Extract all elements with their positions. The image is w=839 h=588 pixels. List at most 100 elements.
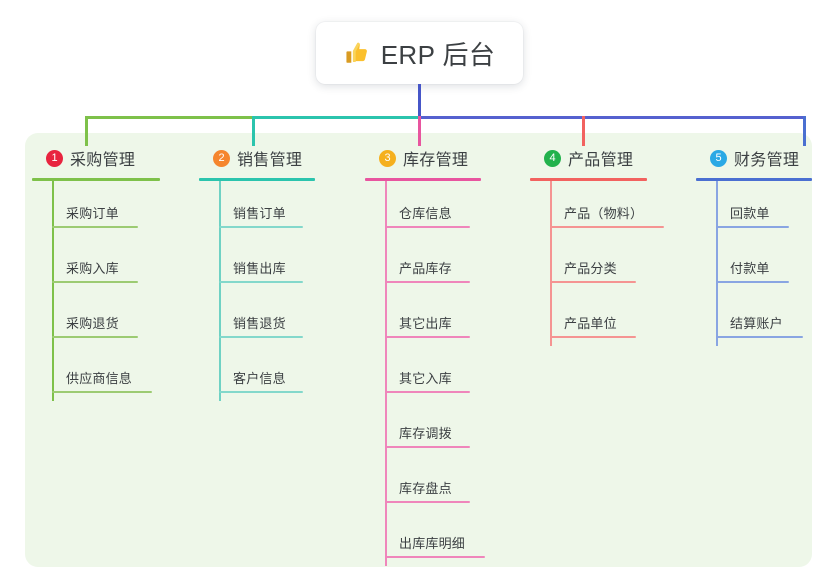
thumbs-up-icon <box>346 42 367 63</box>
branch-rule-2 <box>199 178 315 181</box>
branch-title-1: 采购管理 <box>70 152 136 169</box>
leaf-label: 库存调拨 <box>399 426 452 441</box>
branch-badge-3: 3 <box>379 149 396 167</box>
leaf-item[interactable]: 产品库存 <box>365 236 525 291</box>
leaf-item[interactable]: 采购订单 <box>32 181 182 236</box>
leaf-rule <box>716 226 789 228</box>
leaf-label: 出库库明细 <box>399 536 466 551</box>
leaf-item[interactable]: 采购入库 <box>32 236 182 291</box>
branch-badge-1: 1 <box>46 149 63 167</box>
branch-column-3: 3 库存管理 仓库信息 产品库存 其它出库 其它入库 库存调拨 <box>365 145 525 566</box>
leaf-label: 仓库信息 <box>399 206 452 221</box>
leaf-rule <box>385 446 470 448</box>
leaf-item[interactable]: 产品（物料） <box>530 181 695 236</box>
leaf-label: 回款单 <box>730 206 770 221</box>
branch-title-2: 销售管理 <box>237 152 303 169</box>
leaf-item[interactable]: 销售出库 <box>199 236 349 291</box>
branch-title-3: 库存管理 <box>403 152 469 169</box>
branch-leaves-1: 采购订单 采购入库 采购退货 供应商信息 <box>32 181 182 401</box>
leaf-label: 结算账户 <box>730 316 783 331</box>
leaf-item[interactable]: 采购退货 <box>32 291 182 346</box>
root-node-content: ERP 后台 <box>344 35 496 72</box>
leaf-item[interactable]: 产品单位 <box>530 291 695 346</box>
branch-header-3[interactable]: 3 库存管理 <box>365 145 525 171</box>
leaf-label: 其它入库 <box>399 371 452 386</box>
root-node-card[interactable]: ERP 后台 <box>316 22 523 84</box>
leaf-rule <box>385 336 470 338</box>
branch-rule-3 <box>365 178 481 181</box>
branch-rule-5 <box>696 178 812 181</box>
leaf-label: 付款单 <box>730 261 770 276</box>
leaf-rule <box>52 226 138 228</box>
leaf-label: 产品（物料） <box>564 206 644 221</box>
branch-rule-4 <box>530 178 647 181</box>
branch-column-2: 2 销售管理 销售订单 销售出库 销售退货 客户信息 <box>199 145 349 401</box>
leaf-rule <box>219 391 303 393</box>
leaf-rule <box>385 501 470 503</box>
leaf-item[interactable]: 库存盘点 <box>365 456 525 511</box>
leaf-item[interactable]: 客户信息 <box>199 346 349 401</box>
leaf-rule <box>550 281 636 283</box>
branch-spine-2 <box>219 181 221 401</box>
leaf-item[interactable]: 其它出库 <box>365 291 525 346</box>
leaf-rule <box>550 226 664 228</box>
leaf-item[interactable]: 回款单 <box>696 181 839 236</box>
leaf-label: 销售订单 <box>233 206 286 221</box>
leaf-rule <box>385 391 470 393</box>
leaf-label: 供应商信息 <box>66 371 133 386</box>
branch-badge-4: 4 <box>544 149 561 167</box>
branch-leaves-3: 仓库信息 产品库存 其它出库 其它入库 库存调拨 库存盘点 <box>365 181 525 566</box>
leaf-rule <box>219 226 303 228</box>
branch-header-5[interactable]: 5 财务管理 <box>696 145 839 171</box>
leaf-item[interactable]: 其它入库 <box>365 346 525 401</box>
leaf-item[interactable]: 供应商信息 <box>32 346 182 401</box>
leaf-rule <box>52 281 138 283</box>
leaf-label: 采购退货 <box>66 316 119 331</box>
leaf-item[interactable]: 销售订单 <box>199 181 349 236</box>
leaf-rule <box>385 556 485 558</box>
leaf-rule <box>219 281 303 283</box>
branch-column-5: 5 财务管理 回款单 付款单 结算账户 <box>696 145 839 346</box>
branch-badge-2: 2 <box>213 149 230 167</box>
leaf-rule <box>52 391 152 393</box>
leaf-rule <box>219 336 303 338</box>
branch-spine-3 <box>385 181 387 566</box>
leaf-rule <box>385 281 470 283</box>
branch-column-4: 4 产品管理 产品（物料） 产品分类 产品单位 <box>530 145 695 346</box>
leaf-rule <box>716 336 803 338</box>
branch-header-4[interactable]: 4 产品管理 <box>530 145 695 171</box>
leaf-rule <box>550 336 636 338</box>
leaf-item[interactable]: 仓库信息 <box>365 181 525 236</box>
leaf-label: 销售出库 <box>233 261 286 276</box>
branch-spine-4 <box>550 181 552 346</box>
leaf-label: 产品分类 <box>564 261 617 276</box>
branch-spine-5 <box>716 181 718 346</box>
leaf-label: 销售退货 <box>233 316 286 331</box>
branch-rule-1 <box>32 178 160 181</box>
branch-leaves-5: 回款单 付款单 结算账户 <box>696 181 839 346</box>
branch-leaves-4: 产品（物料） 产品分类 产品单位 <box>530 181 695 346</box>
branch-header-1[interactable]: 1 采购管理 <box>32 145 182 171</box>
leaf-label: 客户信息 <box>233 371 286 386</box>
leaf-label: 采购入库 <box>66 261 119 276</box>
leaf-label: 库存盘点 <box>399 481 452 496</box>
root-node-label: ERP 后台 <box>380 39 496 70</box>
leaf-item[interactable]: 出库库明细 <box>365 511 525 566</box>
leaf-rule <box>385 226 470 228</box>
leaf-label: 产品单位 <box>564 316 617 331</box>
leaf-rule <box>716 281 789 283</box>
branch-column-1: 1 采购管理 采购订单 采购入库 采购退货 供应商信息 <box>32 145 182 401</box>
branch-leaves-2: 销售订单 销售出库 销售退货 客户信息 <box>199 181 349 401</box>
leaf-item[interactable]: 付款单 <box>696 236 839 291</box>
branch-badge-5: 5 <box>710 149 727 167</box>
leaf-item[interactable]: 销售退货 <box>199 291 349 346</box>
leaf-label: 采购订单 <box>66 206 119 221</box>
leaf-item[interactable]: 结算账户 <box>696 291 839 346</box>
branch-spine-1 <box>52 181 54 401</box>
branch-title-5: 财务管理 <box>734 152 800 169</box>
branch-header-2[interactable]: 2 销售管理 <box>199 145 349 171</box>
leaf-item[interactable]: 产品分类 <box>530 236 695 291</box>
branches-panel <box>25 133 812 567</box>
leaf-item[interactable]: 库存调拨 <box>365 401 525 456</box>
